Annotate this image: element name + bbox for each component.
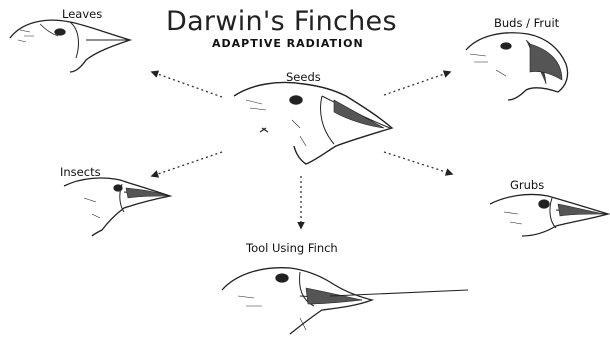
arrow-to-insects <box>152 152 222 176</box>
finch-seeds-beak-icon <box>234 83 392 165</box>
diagram-title: Darwin's Finches <box>166 6 397 37</box>
arrow-to-buds-fruit <box>384 72 450 95</box>
finch-leaves-beak-icon <box>10 20 130 72</box>
label-buds-fruit: Buds / Fruit <box>494 16 559 30</box>
branch-arrows <box>152 72 452 228</box>
arrow-to-leaves <box>152 72 222 97</box>
label-seeds: Seeds <box>286 70 321 84</box>
finch-grubs-beak-icon <box>490 194 608 236</box>
arrow-to-grubs <box>384 152 452 174</box>
label-tool-using-finch: Tool Using Finch <box>246 241 338 255</box>
finch-tool-using-beak-icon <box>222 268 468 334</box>
label-leaves: Leaves <box>62 7 102 21</box>
label-insects: Insects <box>60 165 101 179</box>
finch-insects-beak-icon <box>64 178 170 236</box>
diagram-subtitle: ADAPTIVE RADIATION <box>212 37 364 50</box>
label-grubs: Grubs <box>510 178 544 192</box>
finch-buds-fruit-beak-icon <box>466 33 568 100</box>
